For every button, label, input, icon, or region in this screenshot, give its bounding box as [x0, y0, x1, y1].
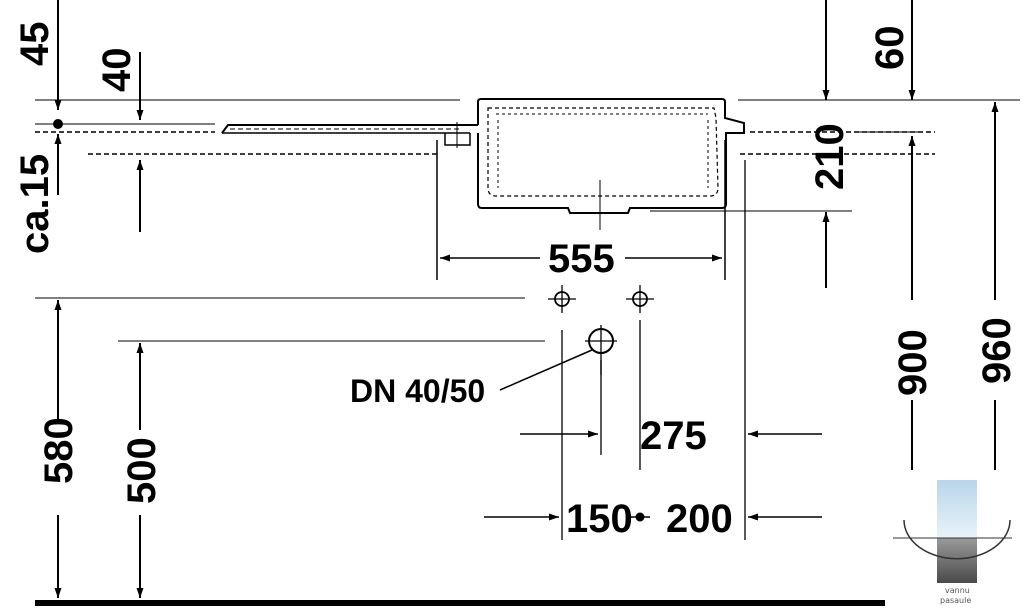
sink-profile	[221, 98, 745, 214]
dim-200: 200	[666, 497, 733, 541]
dim-60: 60	[868, 26, 912, 71]
dim-555: 555	[548, 237, 615, 281]
left-height-dimensions	[35, 297, 545, 598]
dim-900: 900	[891, 329, 935, 396]
dim-ca15: ca.15	[13, 154, 57, 254]
right-height-dimensions	[908, 102, 999, 470]
left-top-dimensions	[35, 0, 935, 232]
dim-960: 960	[975, 317, 1019, 384]
dim-275: 275	[640, 414, 707, 458]
connection-symbols	[499, 285, 654, 391]
reference-point	[53, 119, 63, 129]
dim-580: 580	[37, 417, 81, 484]
center-point	[635, 512, 645, 522]
dim-210: 210	[808, 123, 852, 190]
floor-line	[35, 600, 885, 606]
bottom-horizontal-dimensions	[484, 160, 822, 540]
dim-150: 150	[566, 497, 633, 541]
drain-label: DN 40/50	[350, 373, 485, 409]
logo-text-line1: vannu	[945, 586, 970, 595]
width-555-dimension	[436, 140, 726, 280]
right-top-dimensions	[650, 0, 1020, 288]
dim-45: 45	[13, 22, 57, 67]
watermark-logo: vannu pasaule	[890, 472, 1020, 608]
logo-text-line2: pasaule	[940, 596, 971, 605]
dim-500: 500	[120, 437, 164, 504]
dim-40: 40	[95, 48, 139, 93]
